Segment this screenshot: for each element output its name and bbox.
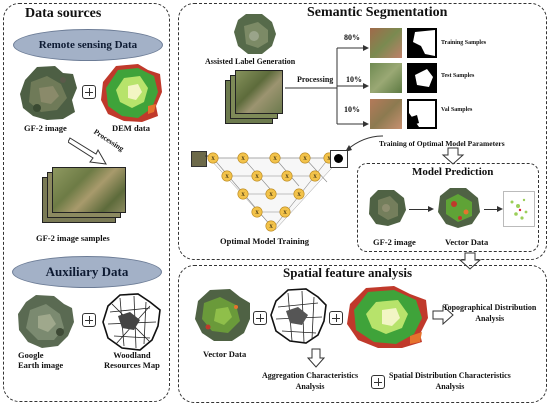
segmentation-processing-label: Processing bbox=[297, 75, 334, 84]
unet-node bbox=[299, 152, 311, 164]
samples-caption: GF-2 image samples bbox=[36, 233, 110, 243]
woodland-map-thumbnail bbox=[102, 293, 161, 351]
unet-node bbox=[293, 188, 305, 200]
data-sources-panel bbox=[3, 3, 170, 402]
model-prediction-panel bbox=[357, 163, 539, 252]
unet-node-label: X bbox=[241, 157, 245, 162]
spatial-analysis-panel bbox=[178, 265, 547, 403]
unet-node bbox=[265, 188, 277, 200]
unet-node-label: X bbox=[285, 175, 289, 180]
test-mask bbox=[407, 63, 437, 93]
spatial-analysis-title: Spatial feature analysis bbox=[283, 265, 413, 280]
gf2-image-thumbnail bbox=[20, 66, 77, 120]
assisted-label-thumbnail bbox=[234, 14, 276, 54]
prediction-vector-thumbnail bbox=[438, 188, 480, 228]
prediction-gf2-thumbnail bbox=[369, 190, 406, 226]
dem-data-thumbnail bbox=[101, 64, 162, 122]
prediction-to-analysis-arrow bbox=[458, 252, 482, 270]
data-sources-title: Data sources bbox=[25, 6, 102, 21]
test-tile bbox=[370, 63, 402, 93]
train-mask bbox=[407, 28, 437, 58]
topo-arrow bbox=[432, 305, 454, 325]
train-tile bbox=[370, 28, 402, 58]
unet-node-label: X bbox=[269, 193, 273, 198]
spatial-woodland-thumbnail bbox=[270, 288, 327, 344]
unet-node-label: X bbox=[269, 225, 273, 230]
spatial-vector-thumbnail bbox=[195, 289, 250, 341]
training-to-prediction-arrow bbox=[441, 147, 465, 165]
remote-sensing-oval: Remote sensing Data bbox=[13, 29, 163, 61]
google-earth-caption: Google Earth image bbox=[18, 350, 64, 370]
unet-node-label: X bbox=[255, 211, 259, 216]
gf2-image-caption: GF-2 image bbox=[24, 123, 67, 133]
unet-node bbox=[251, 170, 263, 182]
split-arrows bbox=[285, 45, 369, 127]
unet-node bbox=[207, 152, 219, 164]
unet-node-label: X bbox=[313, 175, 317, 180]
unet-node bbox=[269, 152, 281, 164]
training-optimal-label: Training of Optimal Model Parameters bbox=[379, 139, 505, 148]
test-label: Test Samples bbox=[441, 73, 475, 79]
segmentation-input-stack bbox=[225, 70, 283, 126]
unet-node bbox=[237, 152, 249, 164]
plus-icon bbox=[82, 85, 96, 99]
unet-node-label: X bbox=[303, 157, 307, 162]
model-prediction-title: Model Prediction bbox=[412, 166, 494, 178]
assisted-label-caption: Assisted Label Generation bbox=[205, 57, 296, 66]
auxiliary-oval: Auxiliary Data bbox=[12, 256, 162, 288]
aggregation-arrow bbox=[307, 348, 325, 368]
google-earth-thumbnail bbox=[18, 295, 74, 348]
unet-node-label: X bbox=[283, 211, 287, 216]
unet-node-label: X bbox=[297, 193, 301, 198]
unet-node-label: X bbox=[211, 157, 215, 162]
prediction-arrow-head bbox=[428, 206, 434, 212]
prediction-arrow-head-2 bbox=[497, 206, 503, 212]
segmentation-title: Semantic Segmentation bbox=[307, 5, 448, 20]
split-pct-train: 80% bbox=[344, 33, 360, 42]
optimal-model-caption: Optimal Model Training bbox=[220, 236, 309, 246]
train-label: Training Samples bbox=[441, 40, 487, 46]
segmentation-panel bbox=[178, 3, 547, 260]
processing-arrow bbox=[68, 137, 107, 165]
unet-node bbox=[265, 220, 277, 232]
prediction-output-map bbox=[503, 191, 535, 227]
plus-icon bbox=[253, 311, 267, 325]
woodland-caption: Woodland Resources Map bbox=[104, 350, 160, 370]
unet-node bbox=[221, 170, 233, 182]
unet-input-tile bbox=[191, 151, 207, 167]
val-tile bbox=[370, 99, 402, 129]
unet-node bbox=[237, 188, 249, 200]
unet-node bbox=[251, 206, 263, 218]
spatial-dem-thumbnail bbox=[347, 286, 428, 348]
topo-caption: Topographical Distribution Analysis bbox=[443, 303, 537, 323]
split-pct-val: 10% bbox=[344, 105, 360, 114]
unet-node bbox=[309, 170, 321, 182]
prediction-arrow-2 bbox=[484, 209, 498, 210]
plus-icon bbox=[329, 311, 343, 325]
gf2-samples-stack bbox=[42, 167, 126, 225]
unet-diagram: X X X X X X X X X X X X X X X bbox=[205, 152, 345, 232]
prediction-arrow bbox=[409, 209, 429, 210]
prediction-vector-caption: Vector Data bbox=[445, 237, 489, 247]
unet-node-label: X bbox=[327, 157, 331, 162]
val-label: Val Samples bbox=[441, 107, 473, 113]
aggregation-caption: Aggregation Characteristics Analysis bbox=[262, 371, 359, 391]
unet-node-label: X bbox=[273, 157, 277, 162]
unet-node-label: X bbox=[241, 193, 245, 198]
plus-icon bbox=[371, 375, 385, 389]
prediction-gf2-caption: GF-2 image bbox=[373, 237, 416, 247]
spatial-vector-caption: Vector Data bbox=[203, 349, 247, 359]
plus-icon bbox=[82, 313, 96, 327]
unet-output-tile bbox=[330, 150, 348, 168]
unet-node bbox=[279, 206, 291, 218]
unet-node bbox=[281, 170, 293, 182]
spatial-dist-caption: Spatial Distribution Characteristics Ana… bbox=[389, 371, 511, 391]
val-mask bbox=[407, 99, 437, 129]
unet-node-label: X bbox=[225, 175, 229, 180]
split-pct-test: 10% bbox=[346, 75, 362, 84]
unet-node-label: X bbox=[255, 175, 259, 180]
dem-data-caption: DEM data bbox=[112, 123, 151, 133]
training-arrow bbox=[345, 135, 383, 152]
